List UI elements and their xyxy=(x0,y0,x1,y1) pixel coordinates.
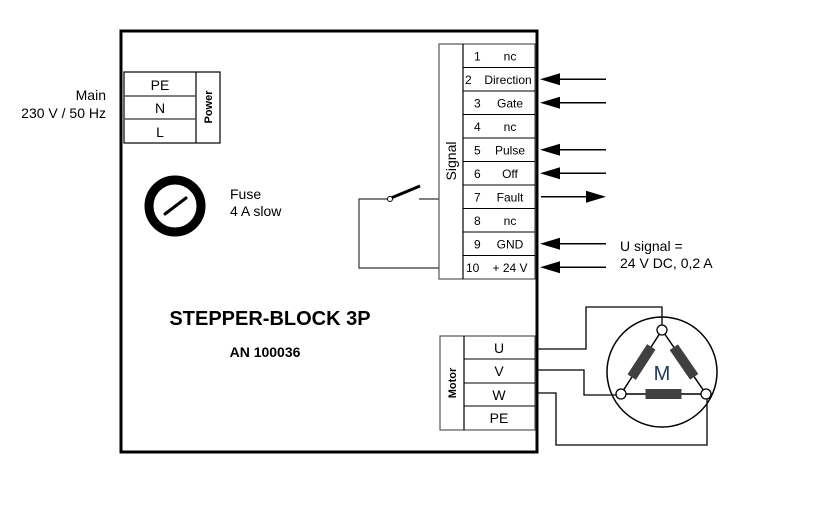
mains-label-line1: Main xyxy=(76,87,106,103)
signal-terminal-name: Pulse xyxy=(495,143,525,157)
signal-terminal-number: 10 xyxy=(466,261,480,275)
motor-symbol-letter: M xyxy=(654,363,671,385)
motor-terminal-block: U V W PE Motor xyxy=(439,335,536,431)
input-arrow-icon xyxy=(540,167,606,180)
signal-terminal-number: 3 xyxy=(474,96,481,110)
input-arrow-icon xyxy=(540,143,606,156)
signal-terminal-number: 5 xyxy=(474,143,481,157)
fuse-label-line1: Fuse xyxy=(230,186,261,202)
mains-label-line2: 230 V / 50 Hz xyxy=(21,105,106,121)
device-name: STEPPER-BLOCK 3P xyxy=(169,308,370,330)
signal-terminal-name: Direction xyxy=(484,73,531,87)
signal-terminal-number: 1 xyxy=(474,49,481,63)
motor-icon: M xyxy=(606,316,718,428)
motor-terminal-v: V xyxy=(494,363,504,379)
signal-terminal-number: 4 xyxy=(474,120,481,134)
input-arrow-icon xyxy=(540,237,606,250)
fuse-icon xyxy=(144,175,206,237)
wire-v xyxy=(537,369,616,396)
input-arrow-icon xyxy=(540,96,606,109)
power-terminal-l: L xyxy=(156,124,164,140)
signal-block-title: Signal xyxy=(443,142,459,181)
signal-terminal-number: 7 xyxy=(474,190,481,204)
motor-block-title: Motor xyxy=(447,367,459,398)
signal-terminal-name: nc xyxy=(504,214,517,228)
signal-supply-note-line1: U signal = xyxy=(620,238,683,254)
wire-u xyxy=(537,306,663,350)
signal-terminal-name: nc xyxy=(504,120,517,134)
input-arrow-icon xyxy=(540,261,606,274)
signal-terminal-name: GND xyxy=(497,237,524,251)
signal-supply-note-line2: 24 V DC, 0,2 A xyxy=(620,255,713,271)
signal-terminal-name: Fault xyxy=(497,190,524,204)
signal-terminal-name: Off xyxy=(502,167,518,181)
motor-winding xyxy=(645,389,682,399)
fault-relay-switch-icon xyxy=(358,184,439,269)
power-block-title: Power xyxy=(203,90,215,124)
motor-terminal-u: U xyxy=(494,340,504,356)
power-terminal-pe: PE xyxy=(151,77,170,93)
output-arrow-icon xyxy=(541,190,606,203)
motor-terminal-pe: PE xyxy=(490,410,509,426)
wire-w xyxy=(537,392,708,446)
power-terminal-block: PE N L Power xyxy=(123,71,221,144)
signal-terminal-number: 8 xyxy=(474,214,481,228)
motor-winding xyxy=(627,344,656,380)
input-arrow-icon xyxy=(540,73,606,86)
power-terminal-n: N xyxy=(155,100,165,116)
signal-terminal-name: nc xyxy=(504,49,517,63)
device-enclosure xyxy=(119,29,539,454)
motor-winding xyxy=(669,344,699,380)
signal-terminal-number: 6 xyxy=(474,167,481,181)
signal-terminal-number: 2 xyxy=(465,73,472,87)
motor-terminal-w: W xyxy=(492,387,506,403)
device-part-number: AN 100036 xyxy=(230,344,301,360)
signal-terminal-name: Gate xyxy=(497,96,523,110)
signal-terminal-number: 9 xyxy=(474,237,481,251)
signal-terminal-name: + 24 V xyxy=(492,261,527,275)
fuse-label-line2: 4 A slow xyxy=(230,203,282,219)
